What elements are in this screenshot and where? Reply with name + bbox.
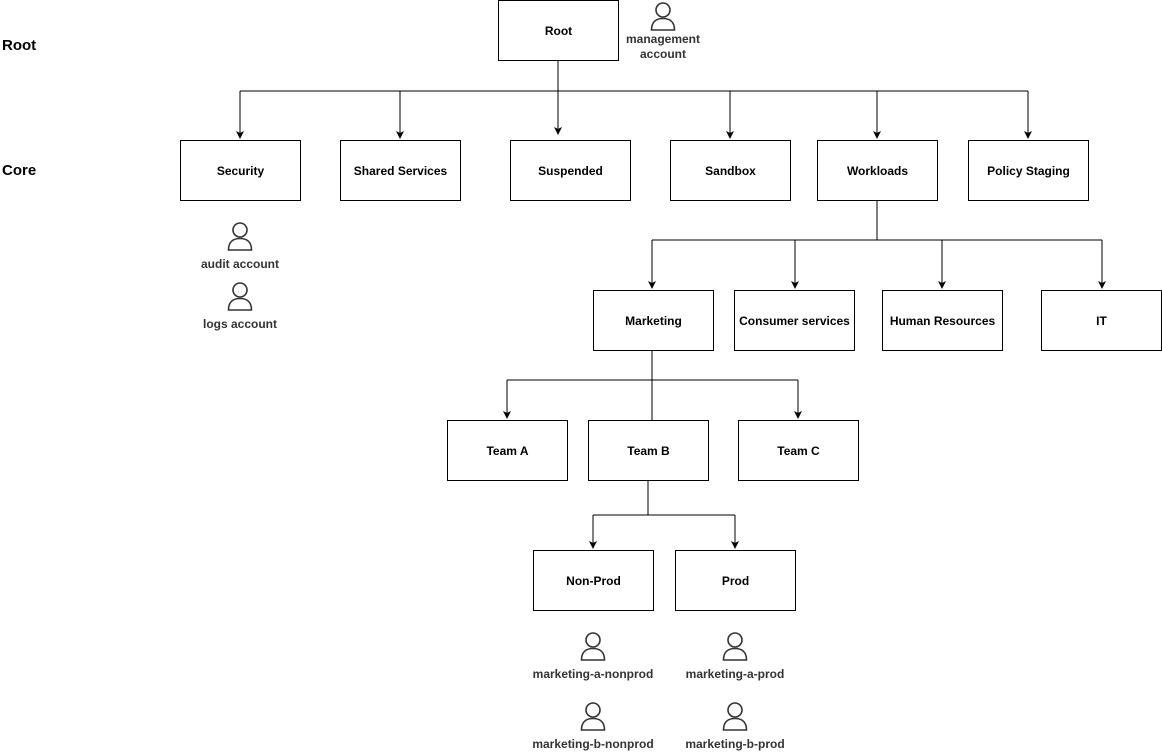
level-label-core: Core (2, 162, 37, 179)
account-label: logs account (202, 317, 277, 331)
node-human-resources[interactable]: Human Resources (882, 290, 1003, 351)
node-marketing[interactable]: Marketing (593, 290, 714, 351)
user-icon (722, 632, 748, 661)
user-icon (227, 282, 253, 311)
account-marketing-a-nonprod[interactable]: marketing-a-nonprod (513, 631, 673, 681)
account-label: audit account (200, 257, 279, 271)
account-label: marketing-b-nonprod (532, 737, 654, 751)
account-label: marketing-a-nonprod (532, 667, 654, 681)
node-policy-staging[interactable]: Policy Staging (968, 140, 1089, 201)
node-it[interactable]: IT (1041, 290, 1162, 351)
account-marketing-b-prod[interactable]: marketing-b-prod (655, 701, 815, 751)
node-team-b[interactable]: Team B (588, 420, 709, 481)
account-logs[interactable]: logs account (160, 281, 320, 331)
account-management[interactable]: management account (583, 1, 743, 61)
user-icon (580, 632, 606, 661)
account-label: management (625, 32, 701, 46)
level-label-root: Root (2, 37, 37, 54)
node-suspended[interactable]: Suspended (510, 140, 631, 201)
node-shared-services[interactable]: Shared Services (340, 140, 461, 201)
node-non-prod[interactable]: Non-Prod (533, 550, 654, 611)
user-icon (227, 222, 253, 251)
account-audit[interactable]: audit account (160, 221, 320, 271)
node-team-a[interactable]: Team A (447, 420, 568, 481)
node-consumer-services[interactable]: Consumer services (734, 290, 855, 351)
user-icon (722, 702, 748, 731)
account-marketing-a-prod[interactable]: marketing-a-prod (655, 631, 815, 681)
user-icon (650, 2, 676, 31)
node-sandbox[interactable]: Sandbox (670, 140, 791, 201)
node-team-c[interactable]: Team C (738, 420, 859, 481)
user-icon (580, 702, 606, 731)
account-label: account (639, 47, 686, 61)
node-prod[interactable]: Prod (675, 550, 796, 611)
node-security[interactable]: Security (180, 140, 301, 201)
node-root[interactable]: Root (498, 0, 619, 61)
account-label: marketing-a-prod (685, 667, 785, 681)
account-marketing-b-nonprod[interactable]: marketing-b-nonprod (513, 701, 673, 751)
node-workloads[interactable]: Workloads (817, 140, 938, 201)
account-label: marketing-b-prod (685, 737, 785, 751)
